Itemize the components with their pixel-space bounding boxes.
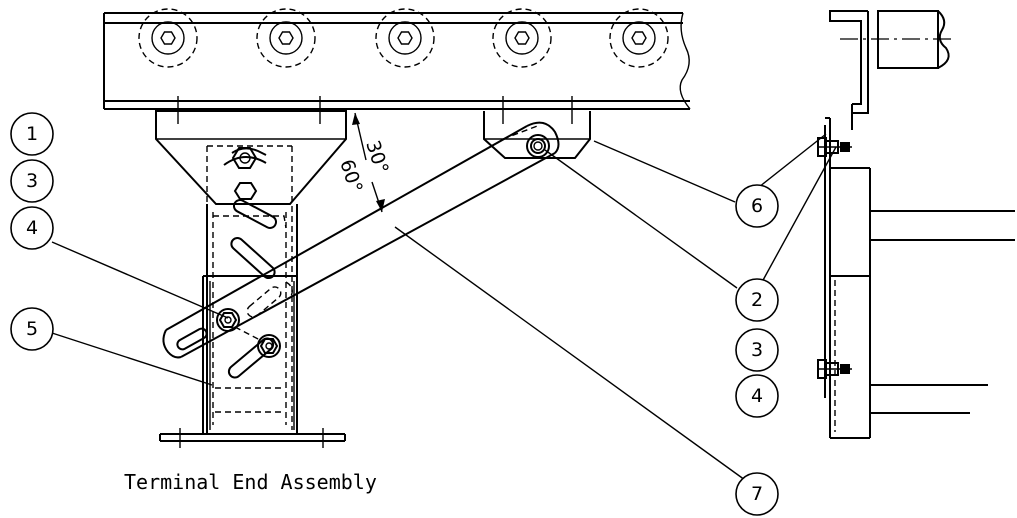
callout-label: 2: [751, 289, 763, 311]
roller-5: [609, 8, 669, 68]
support-leg: [159, 145, 346, 448]
roller-4: [492, 8, 552, 68]
drawing-caption: Terminal End Assembly: [124, 470, 377, 494]
callout-label: 1: [26, 123, 38, 145]
callout-3-side: 3: [735, 328, 779, 372]
callout-4-side: 4: [735, 374, 779, 418]
callout-label: 3: [751, 339, 763, 361]
callout-label: 4: [751, 385, 763, 407]
roller-3: [375, 8, 435, 68]
leg-mount-bracket: [155, 110, 347, 205]
callout-7: 7: [735, 472, 779, 516]
callout-label: 7: [751, 483, 763, 505]
brace-mount-bracket: [483, 111, 591, 159]
callout-2: 2: [735, 278, 779, 322]
callout-label: 5: [26, 318, 38, 340]
callout-1: 1: [10, 112, 54, 156]
angle-label-60: 60°: [335, 157, 366, 196]
leader-lines: [51, 133, 837, 481]
side-view: [817, 10, 1015, 439]
callout-4: 4: [10, 206, 54, 250]
callout-label: 3: [26, 170, 38, 192]
callout-label: 6: [751, 195, 763, 217]
angle-dimension: 30° 60°: [335, 112, 393, 213]
callout-label: 4: [26, 217, 38, 239]
callout-5: 5: [10, 307, 54, 351]
leg-bolts: [216, 308, 281, 358]
diagonal-brace: [162, 121, 560, 359]
roller-1: [138, 8, 198, 68]
callout-6: 6: [735, 184, 779, 228]
angle-label-30: 30°: [361, 138, 392, 177]
callout-3: 3: [10, 159, 54, 203]
roller-2: [256, 8, 316, 68]
conveyor-rail: [103, 12, 691, 110]
